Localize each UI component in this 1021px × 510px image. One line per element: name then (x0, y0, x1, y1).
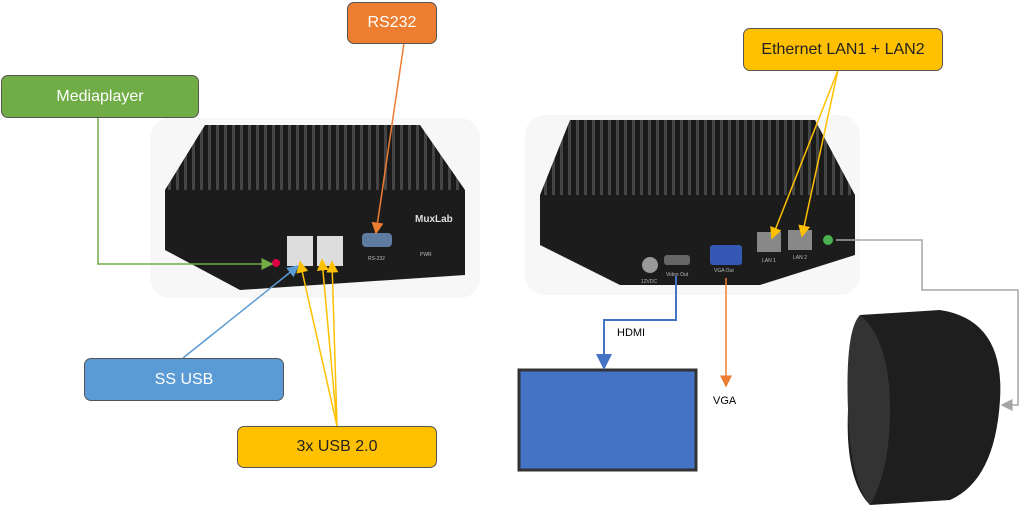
usb2-arrow-3 (326, 260, 339, 427)
pwr-label: PWR (420, 252, 432, 258)
monitor (517, 368, 698, 472)
usb2-label: 3x USB 2.0 (296, 438, 378, 455)
hdmi-arrow (596, 276, 677, 370)
usb2-label-box: 3x USB 2.0 (237, 426, 437, 468)
rs232-label: RS232 (367, 14, 417, 31)
ss-usb-label: SS USB (154, 370, 214, 388)
speaker (847, 310, 1001, 505)
controller-front-device: MuxLab RS-232 PWR (150, 118, 480, 298)
usb2-arrow-2 (316, 258, 338, 427)
video-out-label: Video Out (666, 272, 689, 278)
rs232-arrow (371, 42, 405, 235)
lan1-label: LAN 1 (762, 258, 776, 264)
vga-out-label: VGA Out (714, 268, 734, 274)
usb2-arrow-1 (296, 260, 338, 427)
ss-usb-label-box: SS USB (84, 358, 284, 401)
ethernet-label: Ethernet LAN1 + LAN2 (761, 40, 925, 58)
controller-rear-device: 12VDC Video Out VGA Out LAN 1 LAN 2 (525, 115, 860, 295)
lan2-arrow (798, 69, 839, 238)
lan2-label: LAN 2 (793, 255, 807, 261)
audio-arrow (836, 239, 1019, 411)
mediaplayer-arrow (97, 117, 274, 270)
mediaplayer-label-box: Mediaplayer (1, 75, 199, 118)
mediaplayer-label: Mediaplayer (56, 87, 144, 105)
ss-usb-arrow (182, 265, 300, 359)
vga-label: VGA (713, 395, 737, 407)
dc-label: 12VDC (641, 279, 658, 285)
brand-logo: MuxLab (415, 214, 453, 225)
ethernet-label-box: Ethernet LAN1 + LAN2 (743, 28, 943, 71)
lan1-arrow (770, 69, 839, 240)
rs232-port-label: RS-232 (368, 256, 385, 262)
hdmi-label: HDMI (617, 327, 646, 339)
rs232-label-box: RS232 (347, 2, 437, 44)
